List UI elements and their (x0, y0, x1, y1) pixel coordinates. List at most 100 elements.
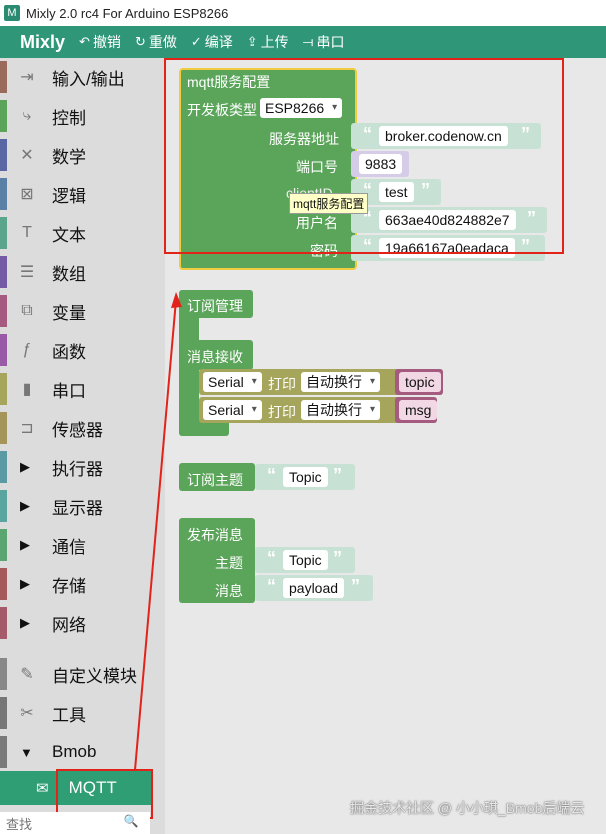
sensor-icon: ⊐ (20, 420, 34, 437)
sidebar-item[interactable]: ✂ 工具 (0, 694, 165, 732)
sidebar-item[interactable]: ▼ Bmob (0, 733, 165, 771)
serial-port-dropdown[interactable]: Serial (203, 372, 262, 392)
serial-button[interactable]: ⟞串口 (303, 32, 345, 52)
sidebar-item[interactable]: ⧉变量 (0, 292, 165, 330)
category-color-bar (0, 490, 7, 522)
sidebar-item[interactable]: ▶网络 (0, 604, 165, 642)
subscribe-manage-title: 订阅管理 (187, 298, 243, 314)
sidebar-item-label: 执行器 (52, 459, 103, 479)
sidebar-item-label: 串口 (52, 381, 86, 401)
publish-message-label: 消息 (215, 583, 243, 599)
open-quote-icon: “ (267, 548, 276, 568)
user-label: 用户名 (296, 215, 338, 231)
subscribe-manage-block[interactable] (179, 290, 253, 318)
control-icon: ⤷ (22, 107, 32, 124)
sidebar-item[interactable]: ⤷控制 (0, 97, 165, 135)
undo-button[interactable]: ↶撤销 (79, 32, 121, 52)
search-icon[interactable]: 🔍 (123, 814, 139, 828)
open-quote-icon: “ (363, 124, 372, 144)
subscribe-manage-block-arm (179, 316, 199, 342)
sidebar-item-label: MQTT (68, 778, 117, 797)
sidebar-item[interactable]: ▶存储 (0, 565, 165, 603)
category-color-bar (0, 607, 7, 639)
expand-icon: ▶ (20, 459, 30, 474)
open-quote-icon: “ (267, 465, 276, 485)
block-workspace[interactable]: mqtt服务配置 开发板类型 ESP8266 服务器地址 “ broker.co… (165, 58, 606, 834)
publish-topic-field[interactable]: Topic (283, 550, 328, 570)
category-color-bar (0, 373, 7, 405)
publish-message-block[interactable] (179, 518, 255, 603)
message-receive-block[interactable] (179, 340, 253, 370)
category-color-bar (0, 451, 7, 483)
sidebar-item[interactable]: ⊠ 逻辑 (0, 175, 165, 213)
sidebar-item[interactable]: ✕ 数学 (0, 136, 165, 174)
expand-icon: ▶ (20, 615, 30, 630)
search-input[interactable] (4, 814, 112, 834)
config-title: mqtt服务配置 (187, 74, 271, 90)
mqtt-icon: ✉ (36, 780, 49, 797)
sidebar-item-label: Bmob (52, 742, 97, 761)
sidebar-item[interactable]: ▮串口 (0, 370, 165, 408)
category-color-bar (0, 529, 7, 561)
upload-button[interactable]: ⇪上传 (247, 32, 289, 52)
function-icon: ƒ (22, 341, 32, 358)
undo-icon: ↶ (79, 34, 90, 49)
msg-variable-field[interactable]: msg (399, 400, 438, 420)
sidebar-item[interactable]: ✎自定义模块 (0, 655, 165, 693)
board-label: 开发板类型 (187, 102, 257, 118)
message-receive-title: 消息接收 (187, 349, 243, 365)
sidebar-item[interactable]: ▶通信 (0, 526, 165, 564)
port-field[interactable]: 9883 (359, 154, 403, 174)
sidebar-item[interactable]: ⊐传感器 (0, 409, 165, 447)
serial-port-dropdown[interactable]: Serial (203, 400, 262, 420)
collapse-icon: ▼ (20, 744, 33, 760)
config-highlight-box (164, 58, 564, 254)
sidebar-item-label: 数学 (52, 147, 86, 167)
logic-icon: ⊠ (20, 186, 34, 203)
server-field[interactable]: broker.codenow.cn (379, 126, 508, 146)
topic-variable-field[interactable]: topic (399, 372, 441, 392)
expand-icon: ▶ (20, 576, 30, 591)
sidebar-item[interactable]: ▶显示器 (0, 487, 165, 525)
category-color-bar (0, 295, 7, 327)
category-color-bar (0, 61, 7, 93)
sidebar-item-mqtt[interactable]: ✉ MQTT (0, 771, 153, 805)
sidebar-item-label: 工具 (52, 705, 86, 725)
compile-button[interactable]: ✓编译 (191, 32, 233, 52)
publish-message-field[interactable]: payload (283, 578, 345, 598)
redo-button[interactable]: ↻重做 (135, 32, 177, 52)
sidebar-item[interactable]: ☰数组 (0, 253, 165, 291)
subscribe-topic-field[interactable]: Topic (283, 467, 328, 487)
io-icon: ⇥ (20, 69, 34, 86)
math-icon: ✕ (20, 147, 34, 164)
newline-mode-dropdown[interactable]: 自动换行 (301, 372, 380, 392)
usb-icon: ⟞ (302, 34, 314, 49)
sidebar-item[interactable]: ▶ 执行器 (0, 448, 165, 486)
close-quote-icon: ” (421, 180, 430, 200)
variable-icon: ⧉ (21, 302, 33, 319)
close-quote-icon: ” (351, 576, 360, 596)
category-color-bar (0, 736, 7, 768)
open-quote-icon: “ (363, 180, 372, 200)
main-toolbar: Mixly ↶撤销 ↻重做 ✓编译 ⇪上传 ⟞串口 (0, 26, 606, 58)
sidebar-item-label: 逻辑 (52, 186, 86, 206)
open-quote-icon: “ (363, 236, 372, 256)
user-field[interactable]: 663ae40d824882e7 (379, 210, 516, 230)
category-color-bar (0, 412, 7, 444)
compile-label: 编译 (204, 34, 233, 50)
sidebar-item[interactable]: ⇥输入/输出 (0, 58, 165, 96)
redo-icon: ↻ (134, 34, 146, 49)
watermark: 掘金技术社区 @ 小小琪_Bmob后端云 (350, 800, 585, 816)
window-title-bar: M Mixly 2.0 rc4 For Arduino ESP8266 (0, 0, 606, 26)
board-dropdown[interactable]: ESP8266 (260, 98, 343, 118)
upload-icon: ⇪ (246, 34, 258, 49)
sidebar-item-label: 自定义模块 (52, 666, 137, 686)
newline-mode-dropdown[interactable]: 自动换行 (301, 400, 380, 420)
client-id-field[interactable]: test (379, 182, 414, 202)
server-label: 服务器地址 (269, 131, 339, 147)
subscribe-topic-block[interactable] (179, 463, 255, 491)
category-color-bar (0, 139, 7, 171)
tools-icon: ✂ (20, 705, 34, 722)
